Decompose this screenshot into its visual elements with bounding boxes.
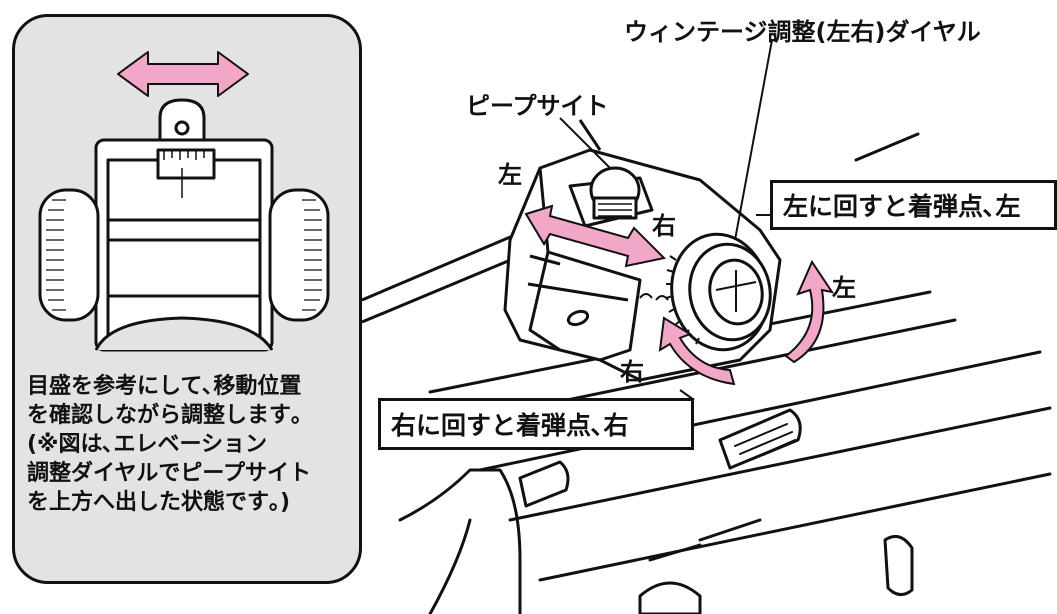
- lateral-move-arrow-icon: [117, 51, 249, 97]
- sight-left-label: 左: [498, 161, 522, 189]
- turn-left-box: 左に回すと着弾点､左: [770, 180, 1057, 230]
- dial-left-label: 左: [832, 274, 856, 302]
- rotate-left-arrow-icon: [784, 259, 835, 364]
- rear-sight-housing: [503, 119, 782, 382]
- dial-right-label: 右: [620, 358, 644, 386]
- windage-dial-label: ウィンテージ調整(左右)ダイヤル: [624, 18, 981, 46]
- callout-pointer: [361, 230, 523, 324]
- panel-note-line: 目盛を参考にして､移動位置: [27, 374, 302, 399]
- rotate-right-arrow-icon: [658, 316, 736, 386]
- panel-note-line: (※図は､エレベーション: [27, 432, 268, 457]
- panel-note-line: を確認しながら調整します｡: [27, 403, 303, 428]
- panel-note-line: を上方へ出した状態です｡): [27, 490, 291, 515]
- rifle-body-drawing: [398, 132, 1052, 614]
- panel-note-line: 調整ダイヤルでピープサイト: [27, 461, 312, 486]
- closeup-sight-drawing: [38, 51, 330, 352]
- sight-lateral-arrow-icon: [524, 204, 667, 268]
- peep-sight-label: ピープサイト: [466, 92, 609, 120]
- sight-right-label: 右: [652, 212, 676, 240]
- panel-note: 目盛を参考にして､移動位置 を確認しながら調整します｡ (※図は､エレベーション…: [27, 372, 357, 517]
- turn-right-box: 右に回すと着弾点､右: [378, 398, 694, 450]
